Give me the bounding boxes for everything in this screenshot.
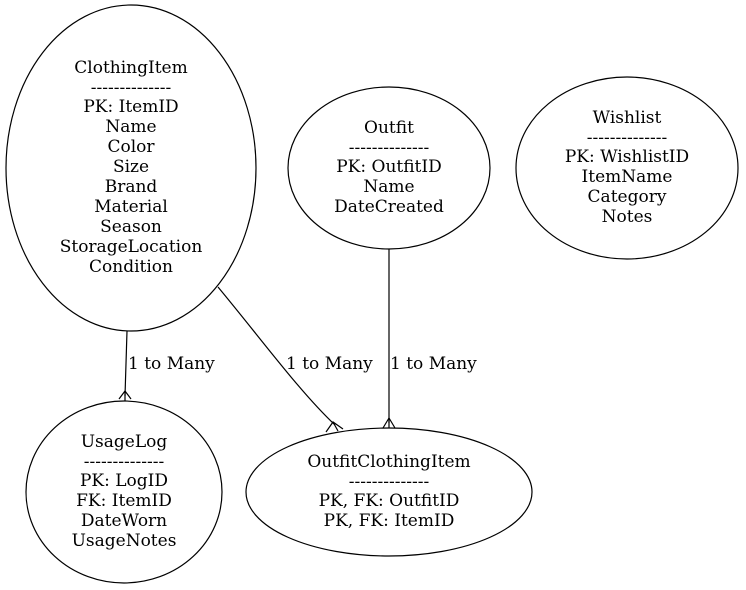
entity-field: Size [113,157,149,177]
entity-title: Wishlist [593,108,662,128]
entity-field: Notes [602,207,653,227]
entity-field: ItemName [582,167,673,187]
entity-field: DateWorn [81,511,167,531]
entity-field: FK: ItemID [76,491,172,511]
entity-wishlist: Wishlist -------------- PK: WishlistID I… [515,76,739,260]
entity-field: Condition [89,257,173,277]
entity-field: PK, FK: ItemID [324,511,455,531]
entity-field: Color [107,137,155,157]
entity-outfitclothingitem: OutfitClothingItem -------------- PK, FK… [245,427,533,557]
entity-field: PK: WishlistID [565,147,689,167]
edge-clothingitem-outfitclothingitem: 1 to Many [217,286,373,433]
edge-outfit-outfitclothingitem: 1 to Many [382,248,477,429]
entity-title: ClothingItem [74,58,187,78]
entity-separator: -------------- [91,78,171,98]
entity-field: Category [588,187,667,207]
entity-field: PK: OutfitID [336,157,442,177]
entity-field: DateCreated [334,197,444,217]
entity-title: OutfitClothingItem [307,452,470,472]
entity-field: PK: LogID [80,471,168,491]
entity-field: Name [105,117,156,137]
edge-clothingitem-usagelog: 1 to Many [118,330,215,401]
edge-label: 1 to Many [390,354,477,374]
entity-field: PK, FK: OutfitID [319,491,460,511]
entity-field: StorageLocation [60,237,203,257]
entity-field: Name [363,177,414,197]
entity-separator: -------------- [349,138,429,158]
entity-field: UsageNotes [72,531,177,551]
entity-field: PK: ItemID [83,97,178,117]
entity-title: Outfit [364,118,414,138]
entity-usagelog: UsageLog -------------- PK: LogID FK: It… [25,400,223,584]
entity-field: Brand [105,177,158,197]
entity-field: Material [94,197,168,217]
edge-label: 1 to Many [128,354,215,374]
entity-title: UsageLog [81,432,168,452]
entity-separator: -------------- [587,128,667,148]
edge-label: 1 to Many [286,354,373,374]
entity-outfit: Outfit -------------- PK: OutfitID Name … [287,86,491,250]
entity-clothingitem: ClothingItem -------------- PK: ItemID N… [5,4,257,332]
entity-separator: -------------- [349,472,429,492]
entity-separator: -------------- [84,452,164,472]
entity-field: Season [100,217,162,237]
